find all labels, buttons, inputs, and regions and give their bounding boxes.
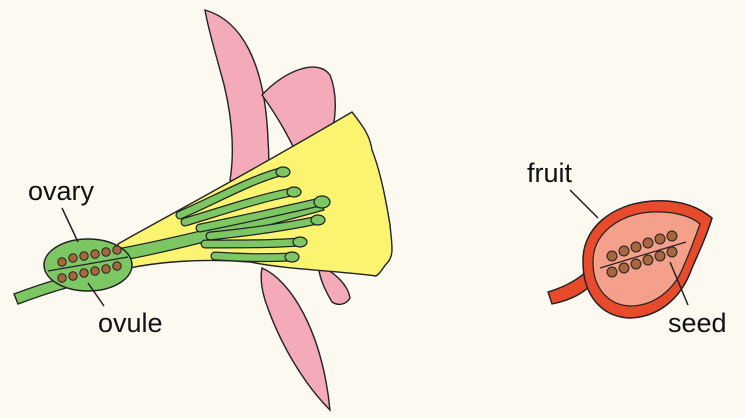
ovary-label: ovary bbox=[28, 176, 95, 206]
seed bbox=[643, 238, 653, 248]
ovule bbox=[91, 267, 99, 275]
ovule-label: ovule bbox=[98, 308, 163, 338]
ovule bbox=[69, 254, 77, 262]
ovule bbox=[80, 269, 88, 277]
ovule bbox=[58, 258, 66, 266]
seed bbox=[607, 267, 617, 277]
ovary-leader-line bbox=[62, 208, 78, 242]
ovule bbox=[69, 272, 77, 280]
seed bbox=[643, 255, 653, 265]
fruit-label: fruit bbox=[527, 158, 573, 188]
ovule bbox=[113, 262, 121, 270]
ovule bbox=[102, 248, 110, 256]
petal-bottom bbox=[261, 268, 330, 410]
seed bbox=[655, 251, 665, 261]
seed bbox=[607, 251, 617, 261]
seed bbox=[631, 259, 641, 269]
ovule bbox=[80, 252, 88, 260]
anther bbox=[314, 196, 330, 208]
anther bbox=[311, 215, 325, 225]
anther bbox=[276, 167, 290, 177]
ovule bbox=[113, 246, 121, 254]
seed bbox=[655, 234, 665, 244]
anther bbox=[293, 237, 307, 247]
anther bbox=[285, 252, 299, 262]
seed-label: seed bbox=[668, 308, 727, 338]
seed bbox=[667, 247, 677, 257]
seed bbox=[631, 242, 641, 252]
anther bbox=[287, 187, 301, 197]
seed bbox=[667, 231, 677, 241]
fruit: fruit seed bbox=[527, 158, 727, 338]
ovule bbox=[91, 250, 99, 258]
seed bbox=[619, 246, 629, 256]
ovule bbox=[102, 265, 110, 273]
ovule bbox=[58, 274, 66, 282]
fruit-leader-line bbox=[570, 190, 598, 218]
flower: ovary ovule bbox=[14, 10, 392, 410]
seed bbox=[619, 263, 629, 273]
